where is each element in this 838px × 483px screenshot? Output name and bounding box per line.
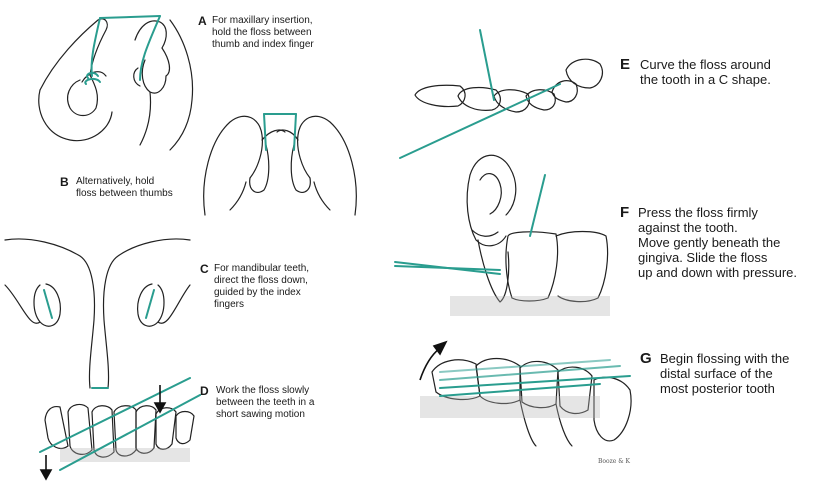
artist-signature: Booze & K (598, 458, 630, 465)
step-b-text: Alternatively, hold floss between thumbs (76, 176, 216, 200)
floss-e-vertical (480, 30, 494, 100)
floss-e-diagonal (400, 84, 560, 158)
illustration-c-hands (5, 239, 190, 388)
step-d-text: Work the floss slowly between the teeth … (216, 385, 366, 421)
floss-c-right (146, 290, 154, 318)
step-g-letter: G (640, 350, 652, 367)
floss-c-left (44, 290, 52, 318)
step-e-text: Curve the floss around the tooth in a C … (640, 57, 830, 87)
floss-a-left (92, 18, 100, 76)
step-b-letter: B (60, 175, 69, 189)
step-e-letter: E (620, 56, 630, 73)
step-f-text: Press the floss firmly against the tooth… (638, 205, 836, 280)
illustration-a-hands (39, 19, 193, 150)
arrow-down-icon-d-left-head (41, 470, 51, 479)
arrow-curve-icon-g (420, 348, 440, 380)
floss-b-right (294, 114, 296, 150)
floss-b-left (264, 114, 266, 150)
step-a-letter: A (198, 14, 207, 28)
illustration-b-thumbs (204, 116, 357, 215)
step-c-text: For mandibular teeth, direct the floss d… (214, 263, 354, 311)
illustration-e-teeth (415, 59, 602, 112)
step-g-text: Begin flossing with the distal surface o… (660, 351, 836, 396)
step-f-letter: F (620, 204, 629, 221)
step-d-letter: D (200, 384, 209, 398)
floss-a-top (100, 16, 160, 18)
step-a-text: For maxillary insertion, hold the floss … (212, 15, 362, 51)
gingiva-stipple (60, 296, 610, 462)
step-c-letter: C (200, 262, 209, 276)
floss-f-vertical (530, 175, 545, 236)
illustration-f-tooth (467, 155, 607, 302)
